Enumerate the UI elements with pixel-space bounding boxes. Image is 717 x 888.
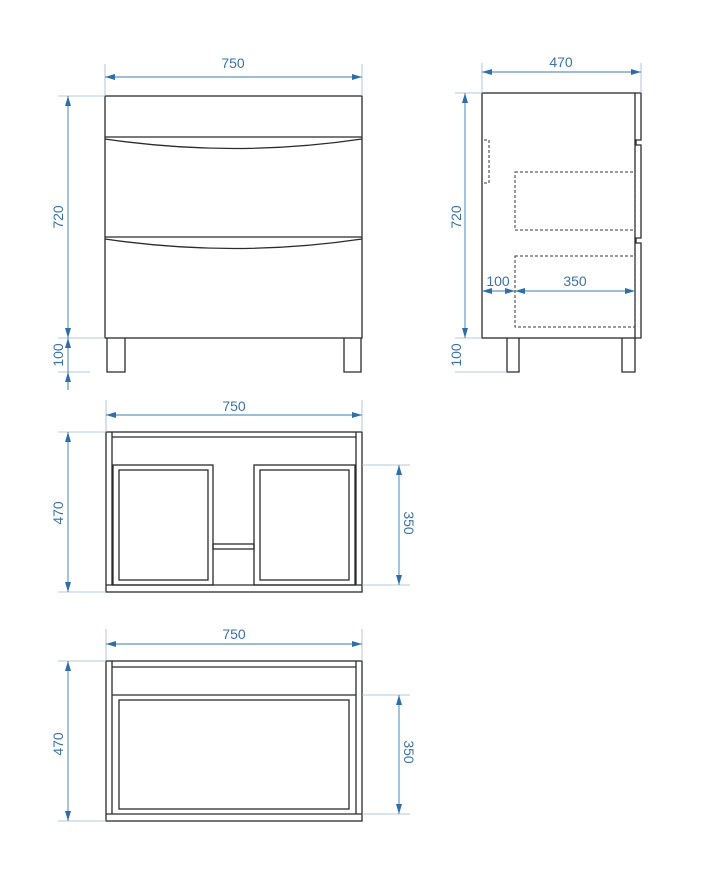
leg-dimension: 100 [50,343,66,367]
front-view: 750 720 100 [50,55,363,390]
leg-dimension: 100 [448,343,464,367]
drawer-depth-dimension: 350 [401,740,417,764]
width-dimension: 750 [222,626,246,642]
drawer-depth-dimension: 350 [401,511,417,535]
height-dimension: 720 [50,205,66,229]
depth-dimension: 470 [50,732,66,756]
depth-dimension: 470 [549,54,573,70]
top-view-upper: 750 470 350 [50,398,417,593]
leg-left [106,338,126,373]
width-dimension: 750 [222,398,246,414]
drawer-depth-dimension: 350 [563,273,587,289]
height-dimension: 720 [448,205,464,229]
side-view: 470 720 100 100 350 [448,54,642,373]
offset-dimension: 100 [486,273,510,289]
width-dimension: 750 [221,55,245,71]
depth-dimension: 470 [50,501,66,525]
top-view-lower: 750 470 350 [50,626,417,822]
leg-right [343,338,362,373]
